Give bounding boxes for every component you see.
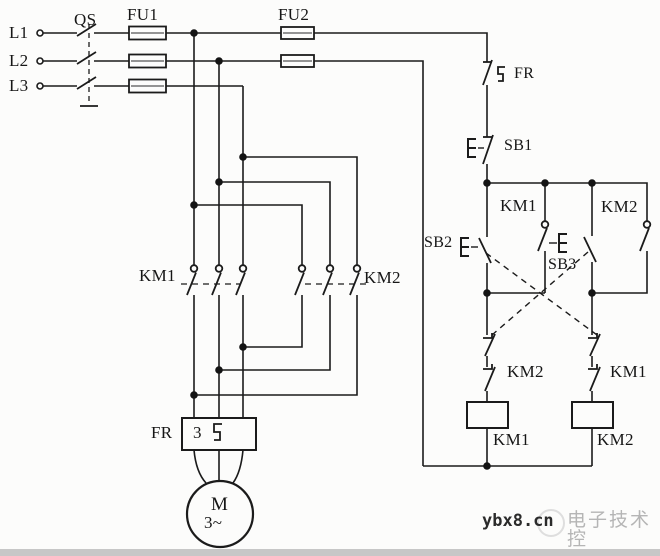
power-wiring bbox=[43, 32, 488, 466]
junction-dots bbox=[190, 29, 596, 470]
motor-symbol bbox=[185, 449, 255, 549]
phase-label-l1: L1 bbox=[9, 23, 29, 42]
fr-thermal-element bbox=[181, 417, 257, 451]
watermark-site: ybx8.cn bbox=[482, 511, 554, 531]
km1-coil-label: KM1 bbox=[493, 430, 530, 449]
interlock-links bbox=[485, 251, 598, 336]
qs-knife-switch bbox=[76, 23, 98, 107]
km2-interlock-label: KM2 bbox=[507, 362, 544, 381]
sb1-stop-button bbox=[467, 134, 494, 165]
fu2-label: FU2 bbox=[278, 5, 310, 24]
watermark-brand: 电子技术控 bbox=[567, 509, 652, 550]
motor-phase-label: 3~ bbox=[204, 513, 223, 532]
control-wiring bbox=[423, 85, 648, 467]
watermark-logo bbox=[537, 509, 565, 537]
sb3-start-button bbox=[549, 233, 597, 263]
qs-label: QS bbox=[74, 10, 97, 29]
phase-label-l2: L2 bbox=[9, 51, 29, 70]
fu1-fuse-group bbox=[128, 25, 167, 94]
fr-nc-contact bbox=[482, 59, 505, 86]
fu2-fuse-group bbox=[280, 26, 315, 68]
km1-coil-box bbox=[466, 401, 509, 429]
sb1-label: SB1 bbox=[504, 137, 533, 154]
km2-nc-contact bbox=[483, 364, 496, 392]
sb3-nc-contact bbox=[483, 333, 496, 357]
km1-seal-label: KM1 bbox=[500, 196, 537, 215]
sb3-label: SB3 bbox=[548, 256, 577, 273]
motor-letter: M bbox=[211, 494, 229, 515]
phase-label-l3: L3 bbox=[9, 76, 29, 95]
sb2-label: SB2 bbox=[424, 234, 453, 251]
sb2-nc-contact bbox=[588, 333, 601, 357]
fr-contact-label: FR bbox=[514, 65, 535, 82]
km1-no-contact bbox=[537, 220, 550, 252]
km1-main-label: KM1 bbox=[139, 266, 176, 285]
km2-coil-label: KM2 bbox=[597, 430, 634, 449]
km2-main-contacts bbox=[294, 264, 367, 296]
fu1-label: FU1 bbox=[127, 5, 159, 24]
bottom-edge-shadow bbox=[0, 549, 660, 556]
km2-no-contact bbox=[639, 220, 652, 252]
main-contact-output-wiring bbox=[193, 295, 358, 418]
fr-relay-label: FR bbox=[151, 423, 173, 442]
fr-pole-count: 3 bbox=[193, 423, 202, 442]
sb2-start-button bbox=[460, 237, 492, 264]
km1-main-contacts bbox=[181, 264, 248, 296]
power-terminals bbox=[36, 29, 44, 90]
km2-coil-box bbox=[571, 401, 614, 429]
km1-interlock-label: KM1 bbox=[610, 362, 647, 381]
km2-seal-label: KM2 bbox=[601, 197, 638, 216]
km1-nc-contact bbox=[588, 364, 601, 392]
km2-main-label: KM2 bbox=[364, 268, 401, 287]
